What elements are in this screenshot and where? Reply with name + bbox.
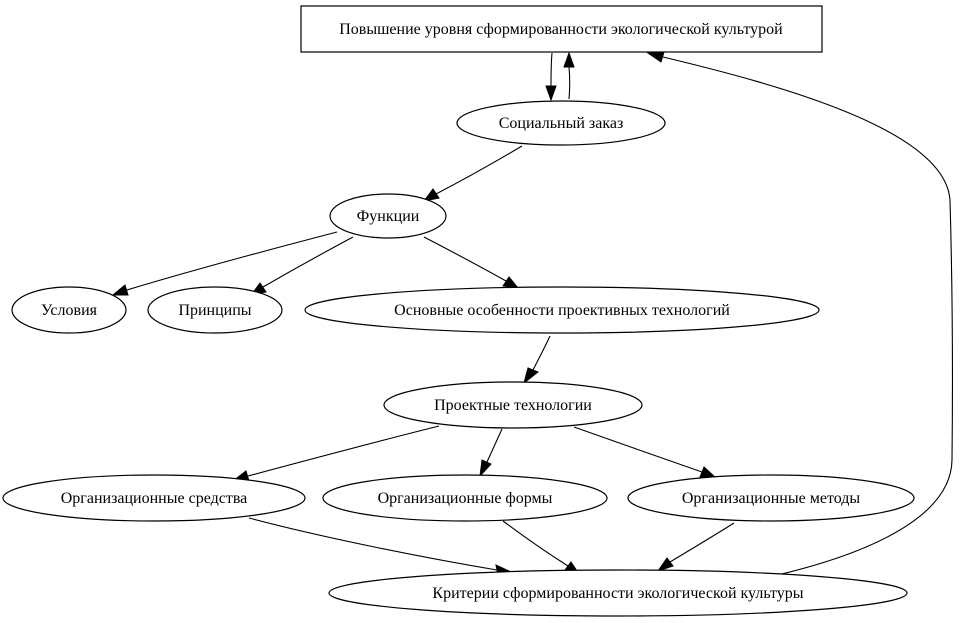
node-label: Социальный заказ — [499, 115, 624, 132]
edge-project-to-means — [231, 425, 440, 482]
arrowhead-icon — [646, 51, 665, 63]
edge-project-to-methods — [573, 426, 718, 479]
node-label: Повышение уровня сформированности эколог… — [339, 21, 783, 38]
edge-criteria-to-top — [646, 51, 953, 577]
node-label: Проектные технологии — [434, 397, 592, 414]
arrowhead-icon — [545, 85, 557, 102]
arrowhead-icon — [111, 284, 129, 296]
node-label: Критерии сформированности экологической … — [432, 585, 803, 602]
node-label: Организационные методы — [682, 490, 861, 507]
edge-forms-to-criteria — [502, 520, 581, 575]
edge-social-to-functions — [422, 145, 523, 202]
arrowhead-icon — [656, 557, 674, 572]
edge-social-to-top — [563, 51, 575, 100]
node-principles[interactable]: Принципы — [147, 286, 283, 334]
arrowhead-icon — [479, 459, 492, 478]
edge-functions-to-features — [423, 236, 520, 289]
edge-project-to-forms — [479, 428, 503, 478]
node-top[interactable]: Повышение уровня сформированности эколог… — [300, 5, 823, 53]
node-project[interactable]: Проектные технологии — [383, 381, 643, 429]
node-features[interactable]: Основные особенности проективных техноло… — [304, 286, 820, 334]
arrowhead-icon — [523, 367, 539, 385]
node-label: Организационные формы — [378, 490, 553, 507]
node-label: Функции — [357, 208, 420, 225]
edge-functions-to-principles — [250, 236, 354, 295]
node-methods[interactable]: Организационные методы — [627, 474, 915, 522]
node-criteria[interactable]: Критерии сформированности экологической … — [328, 569, 908, 617]
edge-means-to-criteria — [248, 517, 513, 576]
node-means[interactable]: Организационные средства — [2, 474, 306, 522]
node-label: Основные особенности проективных техноло… — [394, 302, 730, 319]
arrowhead-icon — [563, 51, 575, 68]
edge-top-to-social — [545, 52, 557, 102]
node-functions[interactable]: Функции — [329, 193, 447, 239]
node-conditions[interactable]: Условия — [11, 286, 127, 334]
node-label: Принципы — [178, 302, 251, 319]
node-social[interactable]: Социальный заказ — [456, 100, 666, 146]
node-label: Условия — [41, 302, 98, 319]
node-forms[interactable]: Организационные формы — [322, 474, 608, 522]
nodes: Повышение уровня сформированности эколог… — [2, 5, 915, 617]
arrowhead-icon — [422, 188, 440, 202]
edge-methods-to-criteria — [656, 522, 735, 572]
edge-features-to-project — [523, 335, 551, 385]
arrowhead-icon — [502, 276, 520, 289]
edge-functions-to-conditions — [111, 231, 338, 296]
node-label: Организационные средства — [61, 490, 248, 507]
